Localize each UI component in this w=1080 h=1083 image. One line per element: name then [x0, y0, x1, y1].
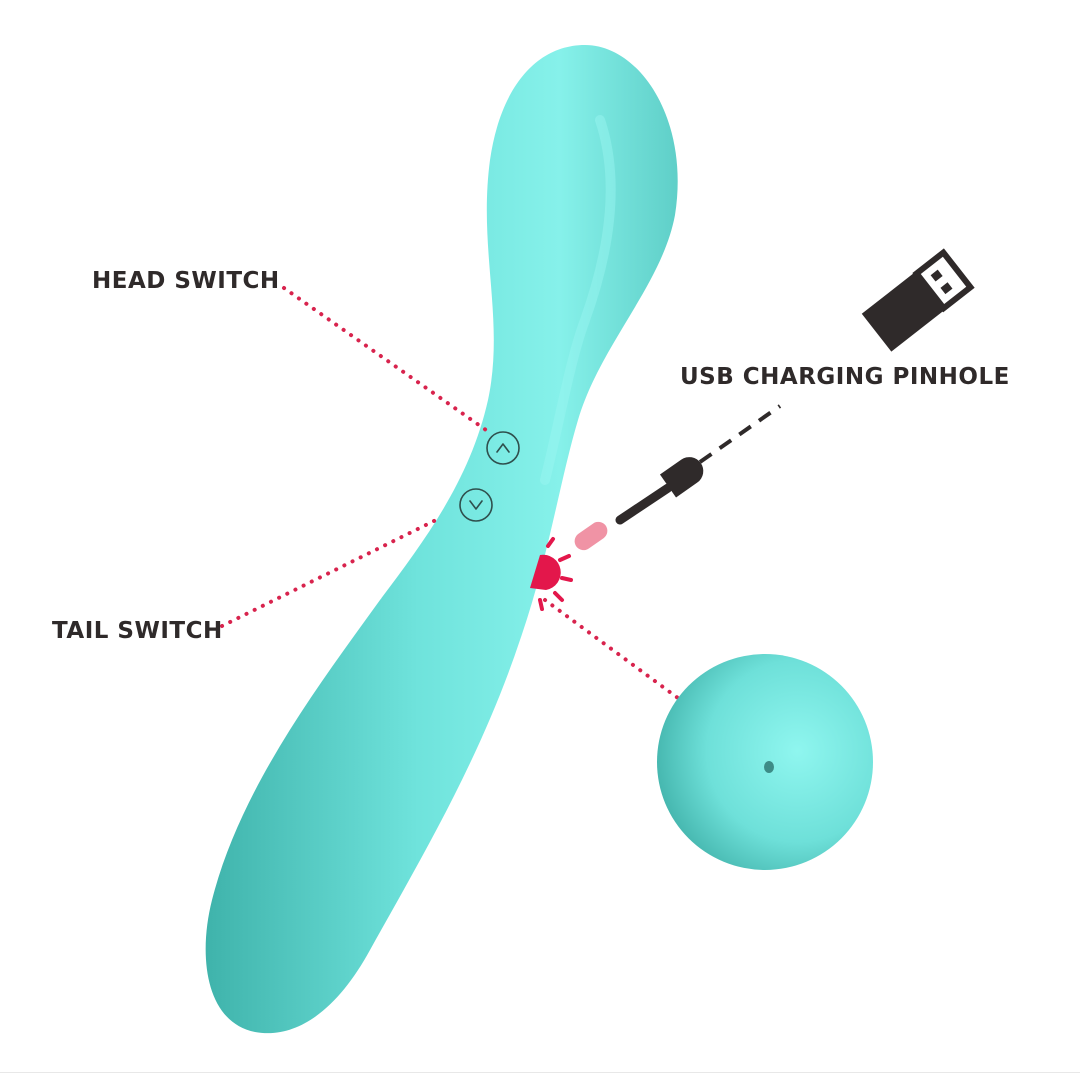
bottom-divider: [0, 1072, 1080, 1073]
charging-port-rays: [538, 537, 573, 611]
pinhole: [764, 761, 774, 773]
chevron-down-icon: [469, 500, 483, 510]
chevron-up-icon: [496, 443, 510, 453]
head-switch-button[interactable]: [486, 431, 520, 465]
tail-switch-button[interactable]: [459, 488, 493, 522]
head-switch-leader: [282, 286, 488, 432]
device-highlight: [540, 115, 616, 485]
usb-charging-pinhole-label: USB CHARGING PINHOLE: [680, 364, 1010, 390]
usb-icon: [861, 248, 975, 352]
head-switch-label: HEAD SWITCH: [92, 268, 280, 294]
charging-port: [530, 554, 561, 590]
pinhole-detail-circle: [657, 654, 873, 870]
charging-cable-icon: [574, 404, 782, 551]
tail-switch-label: TAIL SWITCH: [52, 618, 223, 644]
device-body: [205, 45, 678, 1034]
pinhole-leader: [543, 598, 764, 762]
